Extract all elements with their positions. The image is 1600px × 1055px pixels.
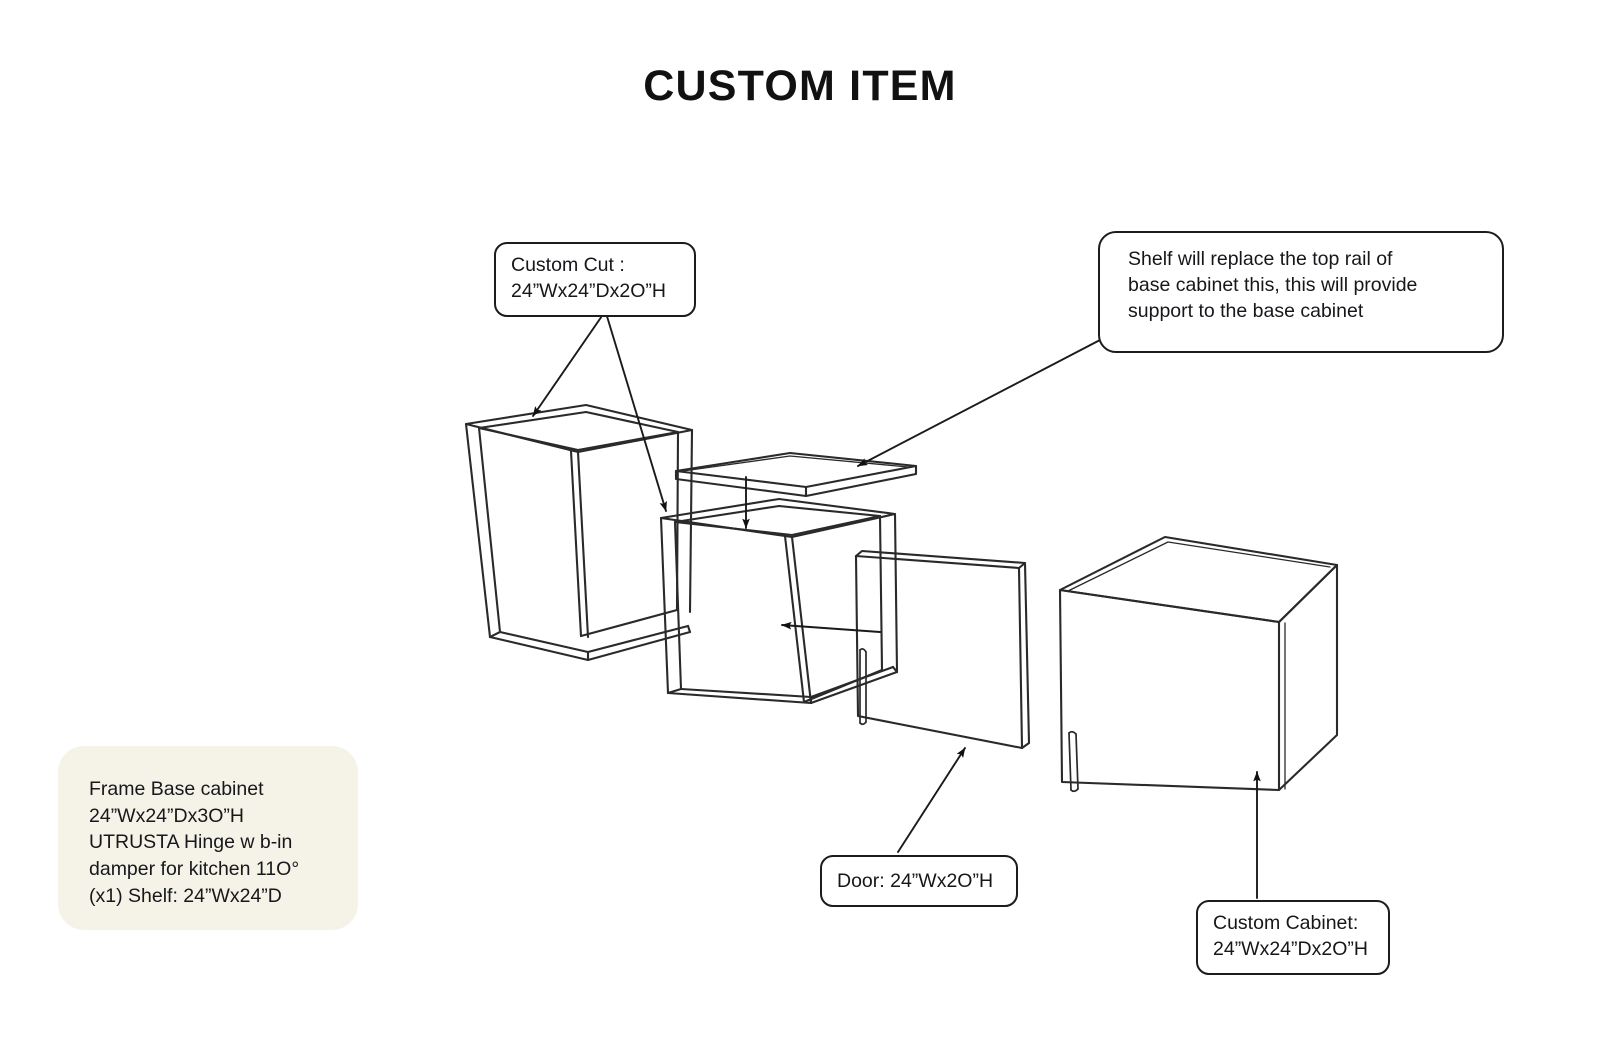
frame-base-cabinet-note: Frame Base cabinet 24”Wx24”Dx3O”H UTRUST… — [58, 746, 358, 930]
leader-custom-cut-to-rim — [532, 312, 605, 417]
custom-cut-callout[interactable]: Custom Cut : 24”Wx24”Dx2O”H — [494, 242, 696, 317]
shelf-note-callout[interactable]: Shelf will replace the top rail of base … — [1098, 231, 1504, 353]
assembled-custom-cabinet — [1058, 535, 1339, 793]
leader-shelf-note-to-shelf — [857, 339, 1101, 467]
page-title: CUSTOM ITEM — [643, 62, 957, 110]
leader-custom-cut-to-base — [605, 312, 667, 512]
leader-door-callout — [897, 747, 966, 853]
cabinet-handle-icon — [1068, 730, 1079, 793]
base-cabinet-carcass — [659, 497, 899, 705]
custom-cut-frame-carcass — [464, 403, 694, 662]
door-callout[interactable]: Door: 24”Wx2O”H — [820, 855, 1018, 907]
leader-door-to-cabinet-interior — [781, 621, 881, 633]
shelf-panel — [674, 451, 918, 498]
door-hinge-icon — [859, 648, 867, 726]
door-panel — [854, 549, 1031, 750]
custom-cabinet-callout[interactable]: Custom Cabinet: 24”Wx24”Dx2O”H — [1196, 900, 1390, 975]
